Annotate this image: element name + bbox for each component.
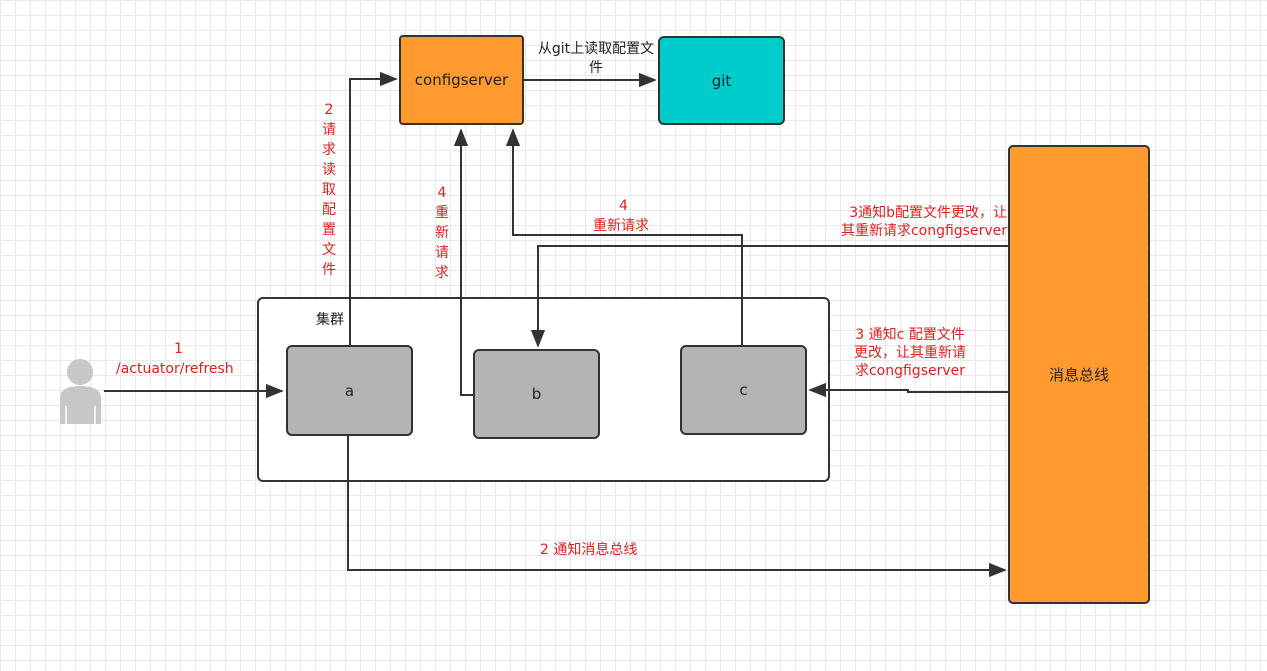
git-node[interactable]: git (658, 36, 785, 125)
step2-read-config-label: 2请求读取配置文件 (322, 102, 336, 278)
step4-c-label: 重新请求 (593, 218, 649, 234)
service-c-node[interactable]: c (680, 345, 807, 435)
message-bus-node[interactable]: 消息总线 (1008, 145, 1150, 604)
step3-c-line1: 3 通知c 配置文件 (855, 327, 965, 343)
message-bus-label: 消息总线 (1048, 366, 1109, 384)
service-c-label: c (739, 381, 748, 399)
person-icon (60, 359, 101, 424)
service-b-node[interactable]: b (473, 349, 600, 439)
cluster-title: 集群 (316, 312, 344, 328)
step1-path: /actuator/refresh (116, 361, 234, 377)
step3-b-line2: 其重新请求congfigserver (840, 223, 1007, 239)
arrow-a-to-configserver (349, 71, 398, 346)
step3-b-line1: 3通知b配置文件更改，让 (849, 205, 1007, 221)
arrow-c-to-configserver (505, 128, 743, 346)
step3-c-label: 3 通知c 配置文件 更改，让其重新请 求congfigserver (854, 326, 966, 380)
arrow-a-to-bus (347, 436, 1007, 578)
git-read-label: 从git上读取配置文件 (534, 40, 658, 78)
git-label: git (711, 71, 732, 90)
step3-b-label: 3通知b配置文件更改，让 其重新请求congfigserver (841, 204, 1007, 240)
configserver-label: configserver (414, 71, 509, 89)
configserver-node[interactable]: configserver (399, 35, 524, 125)
service-a-node[interactable]: a (286, 345, 413, 436)
step2-notify-bus-label: 2 通知消息总线 (540, 542, 638, 558)
git-read-text: 从git上读取配置文件 (537, 41, 655, 76)
arrow-b-to-configserver (453, 128, 474, 396)
step3-c-line3: 求congfigserver (854, 363, 966, 379)
step1-number: 1 (174, 341, 183, 357)
step4-b-label: 4重新请求 (435, 185, 449, 281)
service-b-label: b (531, 385, 542, 403)
service-a-label: a (344, 381, 355, 400)
step3-c-line2: 更改，让其重新请 (854, 345, 966, 361)
arrow-bus-to-b (530, 245, 1008, 348)
arrow-bus-to-c (808, 382, 1008, 398)
step4-c-number: 4 (619, 198, 628, 214)
